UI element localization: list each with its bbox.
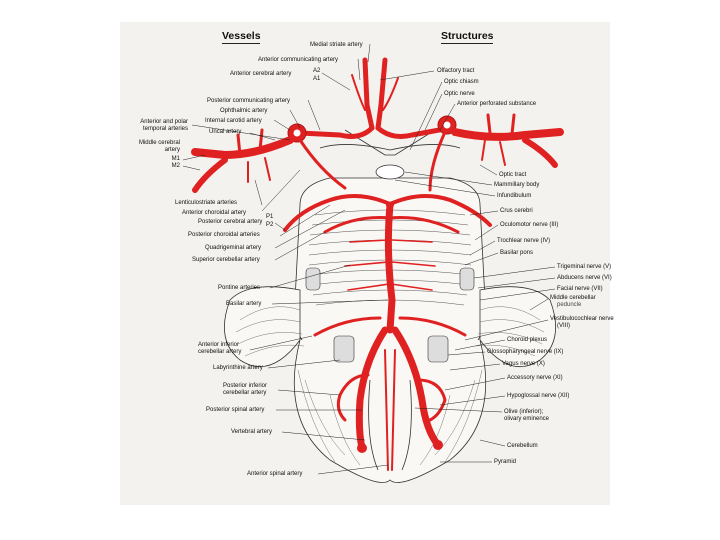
label-hypoglossal: Hypoglossal nerve (XII) <box>507 393 570 399</box>
label-middle-cerebral-2: artery <box>164 147 180 153</box>
label-oculomotor: Oculomotor nerve (III) <box>500 222 559 228</box>
label-quadrigeminal: Quadrigeminal artery <box>205 245 262 251</box>
label-posterior-cerebral: Posterior cerebral artery <box>198 219 263 225</box>
label-m1: M1 <box>171 156 180 162</box>
label-anterior-choroidal: Anterior choroidal artery <box>182 210 247 216</box>
cerebellar-folia <box>235 306 545 466</box>
label-crus-cerebri: Crus cerebri <box>500 208 533 214</box>
label-anterior-polar-temporal-1: Anterior and polar <box>140 119 188 125</box>
vessels-header: Vessels <box>222 30 261 42</box>
label-olive-1: Olive (inferior); <box>504 409 544 415</box>
label-pontine: Pontine arteries <box>218 285 261 291</box>
label-lenticulostriate: Lenticulostriate arteries <box>175 200 238 206</box>
label-choroid-plexus: Choroid plexus <box>507 337 548 343</box>
label-vestibulocochlear-1: Vestibulocochlear nerve <box>550 316 614 322</box>
label-anterior-communicating: Anterior communicating artery <box>258 57 339 63</box>
label-labyrinthine: Labyrinthine artery <box>213 365 263 371</box>
label-middle-cerebral-1: Middle cerebral <box>138 140 180 146</box>
label-pyramid: Pyramid <box>494 459 517 465</box>
label-p2: P2 <box>266 222 274 228</box>
label-glossopharyngeal: Glossopharyngeal nerve (IX) <box>487 349 564 355</box>
label-p1: P1 <box>266 214 274 220</box>
label-medial-striate: Medial striate artery <box>310 42 363 48</box>
leader-lines <box>182 43 556 475</box>
label-superior-cerebellar: Superior cerebellar artery <box>192 257 260 263</box>
label-abducens: Abducens nerve (VI) <box>557 275 612 281</box>
label-vagus: Vagus nerve (X) <box>502 361 545 367</box>
label-posterior-communicating: Posterior communicating artery <box>207 98 291 104</box>
cranial-nerve-stubs <box>305 267 475 363</box>
label-optic-chiasm: Optic chiasm <box>444 79 479 85</box>
label-m2: M2 <box>171 163 180 169</box>
structures-header-rule <box>441 43 493 44</box>
label-internal-carotid: Internal carotid artery <box>205 118 262 124</box>
label-olive-2: olivary eminence <box>504 416 550 422</box>
label-optic-nerve: Optic nerve <box>444 91 475 97</box>
optic-structures <box>319 129 461 180</box>
label-basilar-pons: Basilar pons <box>500 250 534 256</box>
label-anterior-spinal: Anterior spinal artery <box>247 471 303 477</box>
label-basilar-artery: Basilar artery <box>226 301 262 307</box>
label-a1: A1 <box>313 76 321 82</box>
label-anterior-perforated: Anterior perforated substance <box>457 101 537 107</box>
label-anterior-cerebral: Anterior cerebral artery <box>230 71 292 77</box>
label-uncal: Uncal artery <box>209 129 242 135</box>
label-mammillary-body: Mammillary body <box>494 182 540 188</box>
label-trigeminal: Trigeminal nerve (V) <box>557 264 612 270</box>
label-aica-2: cerebellar artery <box>198 349 242 355</box>
label-pica-1: Posterior inferior <box>223 383 268 389</box>
label-optic-tract: Optic tract <box>499 172 527 178</box>
label-aica-1: Anterior inferior <box>198 342 240 348</box>
label-accessory: Accessory nerve (XI) <box>507 375 563 381</box>
label-cerebellum: Cerebellum <box>507 443 538 449</box>
label-posterior-choroidal: Posterior choroidal arteries <box>188 232 260 238</box>
label-middle-cerebellar-1: Middle cerebellar <box>550 295 596 301</box>
label-vertebral: Vertebral artery <box>231 429 273 435</box>
label-pica-2: cerebellar artery <box>223 390 267 396</box>
label-ophthalmic: Ophthalmic artery <box>220 108 268 114</box>
structures-header: Structures <box>441 30 494 42</box>
vessels-header-rule <box>222 43 260 44</box>
label-olfactory-tract: Olfactory tract <box>437 68 475 74</box>
label-vestibulocochlear-2: (VIII) <box>557 323 570 329</box>
label-middle-cerebellar-2: peduncle <box>557 302 582 308</box>
label-anterior-polar-temporal-2: temporal arteries <box>142 126 188 132</box>
label-a2: A2 <box>313 68 321 74</box>
label-facial: Facial nerve (VII) <box>557 286 603 292</box>
arterial-tree <box>191 57 564 471</box>
label-posterior-spinal: Posterior spinal artery <box>206 407 265 413</box>
label-trochlear: Trochlear nerve (IV) <box>497 238 551 244</box>
label-infundibulum: Infundibulum <box>497 193 532 199</box>
